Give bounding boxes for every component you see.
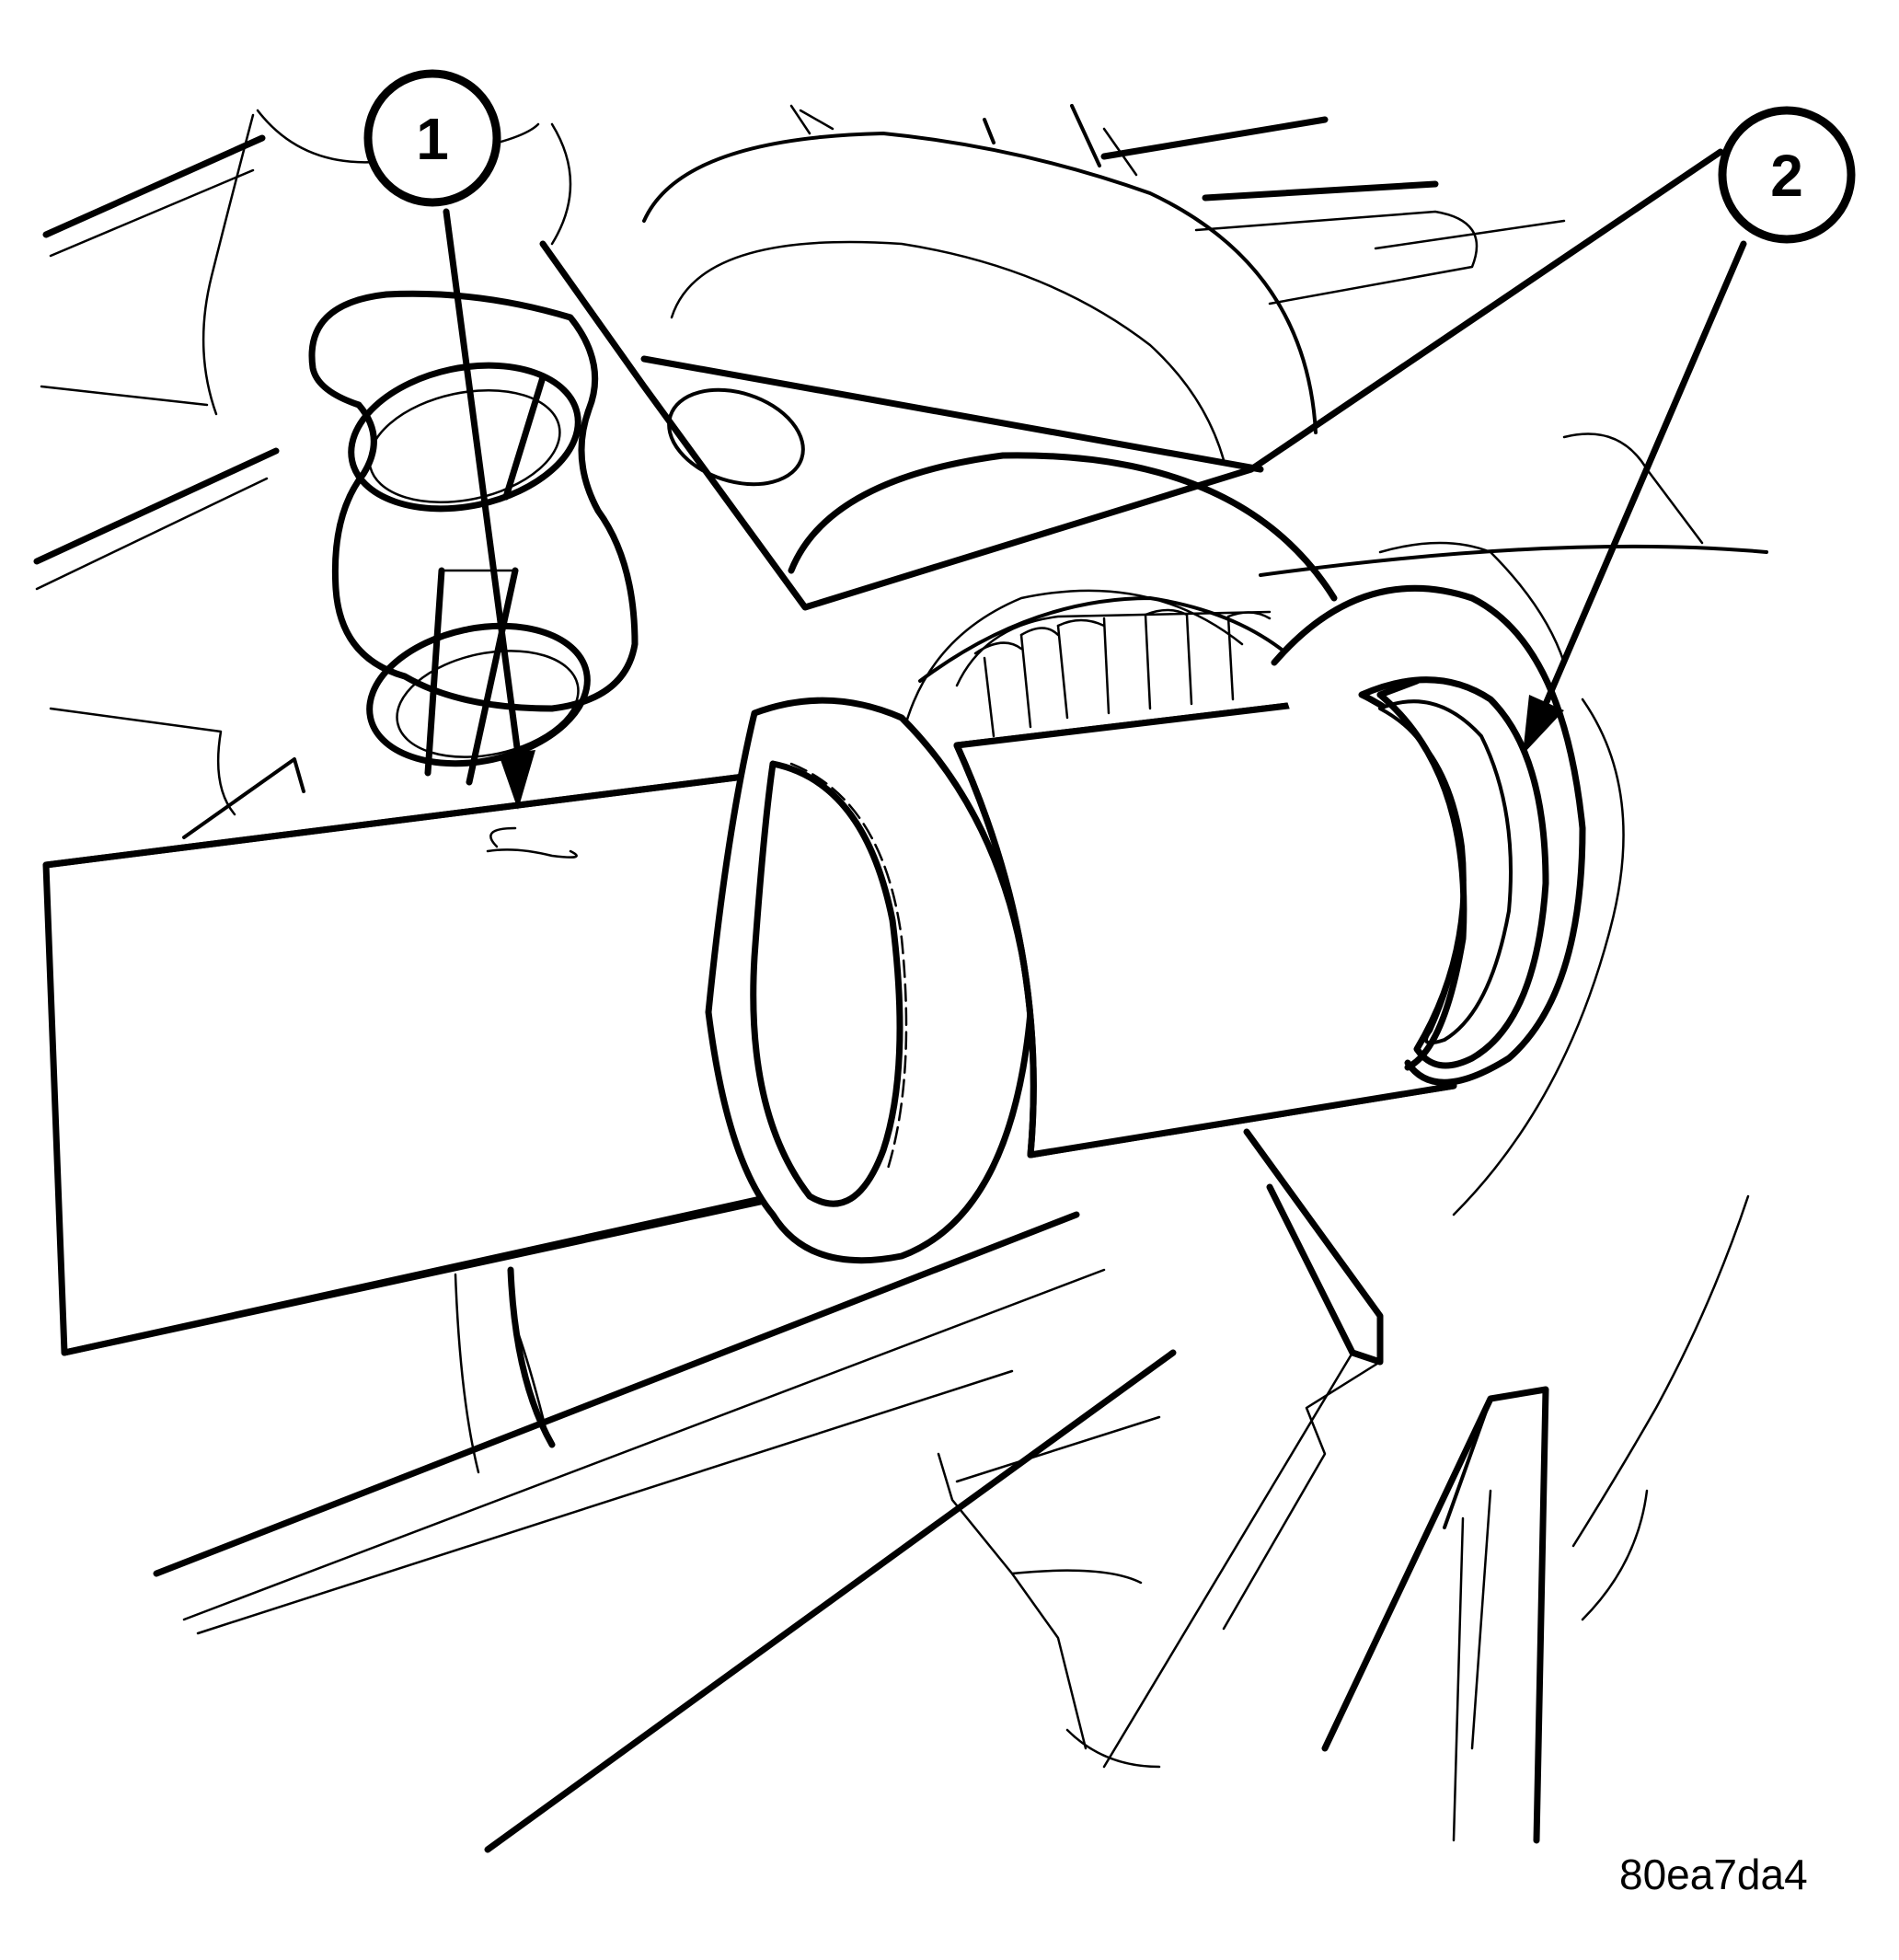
gear-housing (539, 132, 1724, 770)
leader-arrow-1 (443, 208, 535, 810)
callout-2-label: 2 (1770, 143, 1803, 209)
leader-arrow-2 (1523, 240, 1747, 755)
lower-housing (153, 1128, 1750, 1853)
shaft-seal (1271, 584, 1586, 1086)
needle-bearing-rollers (955, 608, 1272, 738)
output-shaft (42, 769, 832, 1356)
callout-1: 1 (363, 69, 501, 207)
callout-2: 2 (1718, 106, 1856, 244)
bore-holes (308, 290, 639, 786)
figure-id: 80ea7da4 (1619, 1850, 1808, 1898)
housing-outline (33, 104, 1768, 1216)
callout-1-label: 1 (416, 106, 449, 172)
